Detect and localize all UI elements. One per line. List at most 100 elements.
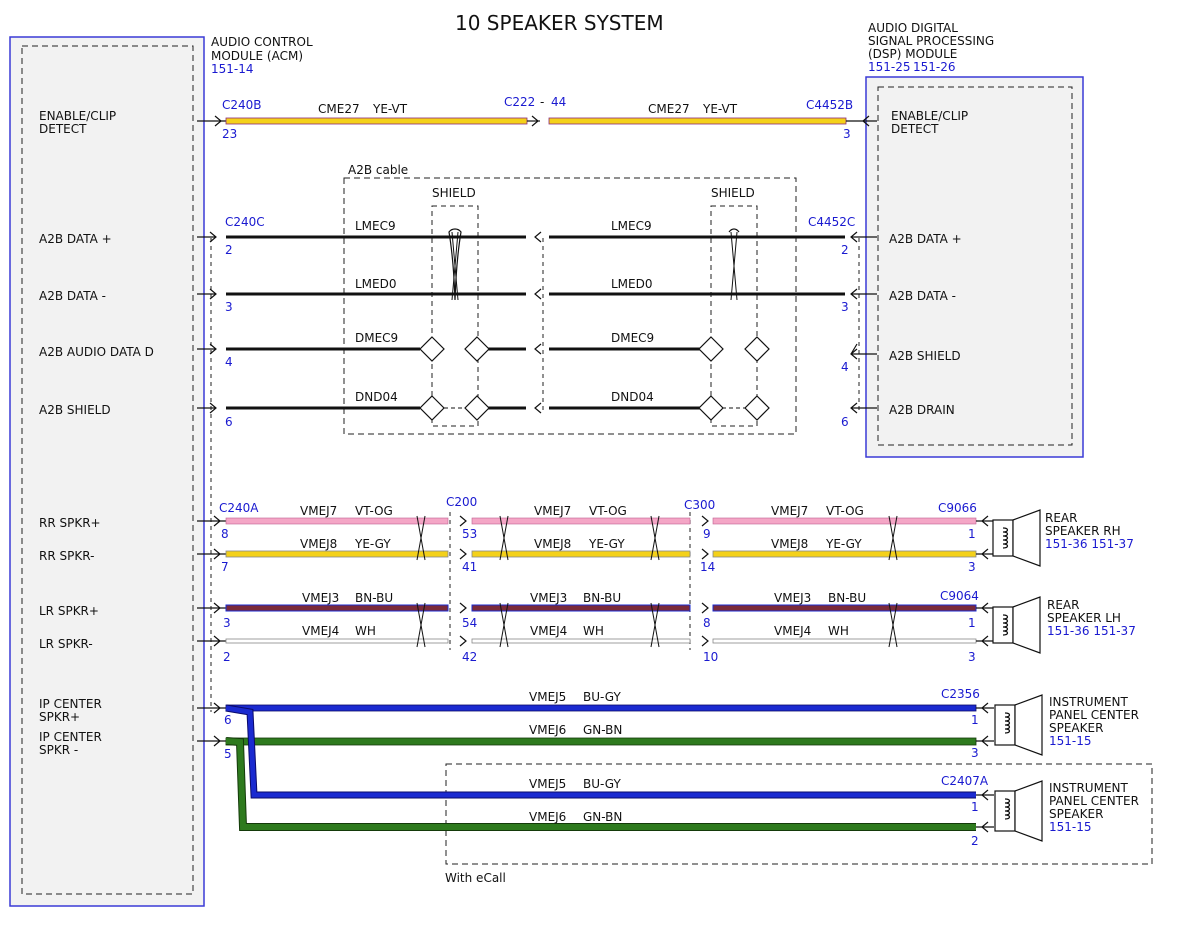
pin-acm-6: 6 — [224, 713, 232, 727]
wire-label-cme27-a: CME27 — [318, 102, 360, 116]
wire-vmej3 — [197, 602, 994, 614]
wire-label-dnd04-b: DND04 — [611, 390, 654, 404]
rear-speaker-rh-line1: REAR — [1045, 511, 1077, 525]
conn-c200: C200 — [446, 495, 477, 509]
twist-marker-left — [448, 228, 462, 301]
dsp-pin-enable-clip-2: DETECT — [891, 122, 939, 136]
dsp-pin-a2b-shield: A2B SHIELD — [889, 349, 961, 363]
ip-center-line1: INSTRUMENT — [1049, 695, 1128, 709]
pin-c300-8: 8 — [703, 616, 711, 630]
conn-c2356: C2356 — [941, 687, 980, 701]
wire-vmej8 — [197, 548, 994, 560]
wire-color-vt-og-a: VT-OG — [355, 504, 393, 518]
rear-speaker-rh-icon — [992, 509, 1041, 567]
wire-color-wh-a: WH — [355, 624, 376, 638]
rear-twist-markers — [416, 515, 898, 648]
a2b-cable-label: A2B cable — [348, 163, 408, 177]
pin-c9064-1: 1 — [968, 616, 976, 630]
ip-center-line2: PANEL CENTER — [1049, 708, 1139, 722]
ip-center-line3: SPEAKER — [1049, 721, 1103, 735]
acm-pin-ip-center-plus-1: IP CENTER — [39, 697, 102, 711]
pin-c4452c-6: 6 — [841, 415, 849, 429]
wire-color-bu-gy-a: BU-GY — [583, 690, 621, 704]
wire-label-lmec9-b: LMEC9 — [611, 219, 652, 233]
wire-color-bn-bu-c: BN-BU — [828, 591, 866, 605]
conn-c240b: C240B — [222, 98, 262, 112]
wire-label-vmej7-a: VMEJ7 — [300, 504, 337, 518]
pin-c240a-2: 2 — [223, 650, 231, 664]
wire-color-ye-vt-a: YE-VT — [372, 102, 408, 116]
wire-label-vmej3-a: VMEJ3 — [302, 591, 339, 605]
acm-module-outline — [9, 36, 205, 907]
wire-label-vmej7-c: VMEJ7 — [771, 504, 808, 518]
acm-pin-rr-spkr-minus: RR SPKR- — [39, 549, 94, 563]
wire-label-vmej5-a: VMEJ5 — [529, 690, 566, 704]
shield-label-left: SHIELD — [432, 186, 476, 200]
acm-module-inner — [21, 45, 194, 895]
wire-label-dmec9-a: DMEC9 — [355, 331, 398, 345]
wire-label-vmej3-c: VMEJ3 — [774, 591, 811, 605]
conn-c222: C222 — [504, 95, 535, 109]
acm-pin-a2b-data-plus: A2B DATA + — [39, 232, 112, 246]
rear-speaker-rh-line2: SPEAKER RH — [1045, 524, 1121, 538]
acm-pin-enable-clip-2: DETECT — [39, 122, 87, 136]
conn-c4452c: C4452C — [808, 215, 855, 229]
conn-c4452b: C4452B — [806, 98, 853, 112]
conn-c240a: C240A — [219, 501, 259, 515]
wire-label-vmej7-b: VMEJ7 — [534, 504, 571, 518]
wire-dmec9 — [197, 343, 877, 360]
wire-label-vmej8-a: VMEJ8 — [300, 537, 337, 551]
wire-label-lmed0-b: LMED0 — [611, 277, 653, 291]
conn-c2407a: C2407A — [941, 774, 989, 788]
conn-c222-dash: - — [540, 95, 544, 109]
dsp-module-outline — [865, 76, 1084, 458]
wire-label-lmed0-a: LMED0 — [355, 277, 397, 291]
pin-c200-54: 54 — [462, 616, 477, 630]
pin-c4452c-4: 4 — [841, 360, 849, 374]
wire-label-vmej3-b: VMEJ3 — [530, 591, 567, 605]
acm-pin-a2b-audio-data-d: A2B AUDIO DATA D — [39, 345, 154, 359]
acm-pin-a2b-data-minus: A2B DATA - — [39, 289, 106, 303]
wire-color-ye-gy-c: YE-GY — [825, 537, 862, 551]
pin-c4452c-3: 3 — [841, 300, 849, 314]
acm-pin-a2b-shield: A2B SHIELD — [39, 403, 111, 417]
dsp-pin-a2b-drain: A2B DRAIN — [889, 403, 955, 417]
rear-speaker-lh-line2: SPEAKER LH — [1047, 611, 1121, 625]
wire-label-vmej6-b: VMEJ6 — [529, 810, 566, 824]
pin-c200-53: 53 — [462, 527, 477, 541]
pin-c2356-1: 1 — [971, 713, 979, 727]
wire-color-vt-og-c: VT-OG — [826, 504, 864, 518]
pin-c240c-6: 6 — [225, 415, 233, 429]
wire-label-vmej6-a: VMEJ6 — [529, 723, 566, 737]
wire-color-bn-bu-a: BN-BU — [355, 591, 393, 605]
a2b-cable-boundary — [343, 177, 797, 435]
wire-vmej5 — [197, 702, 994, 714]
wire-color-gn-bn-a: GN-BN — [583, 723, 622, 737]
pin-c200-41: 41 — [462, 560, 477, 574]
wire-label-dnd04-a: DND04 — [355, 390, 398, 404]
pin-c300-10: 10 — [703, 650, 718, 664]
pin-acm-5: 5 — [224, 747, 232, 761]
acm-title-line2: MODULE (ACM) — [211, 49, 303, 63]
pin-c240c-4: 4 — [225, 355, 233, 369]
dsp-ref-1: 151-25 — [868, 60, 911, 74]
wire-color-gn-bn-b: GN-BN — [583, 810, 622, 824]
wire-vmej4 — [197, 635, 994, 647]
pin-c9066-3: 3 — [968, 560, 976, 574]
wire-label-vmej4-a: VMEJ4 — [302, 624, 339, 638]
wire-vmej7 — [197, 515, 994, 527]
pin-c240a-8: 8 — [221, 527, 229, 541]
pin-c4452c-2: 2 — [841, 243, 849, 257]
ip-center-ecall-speaker-icon — [994, 780, 1043, 842]
wire-color-bn-bu-b: BN-BU — [583, 591, 621, 605]
shield-box-right — [710, 205, 758, 427]
wire-color-wh-b: WH — [583, 624, 604, 638]
pin-c240b-23: 23 — [222, 127, 237, 141]
wire-label-lmec9-a: LMEC9 — [355, 219, 396, 233]
pin-c9064-3: 3 — [968, 650, 976, 664]
wire-color-ye-gy-b: YE-GY — [588, 537, 625, 551]
wire-lmed0 — [197, 288, 877, 300]
acm-ref: 151-14 — [211, 62, 254, 76]
